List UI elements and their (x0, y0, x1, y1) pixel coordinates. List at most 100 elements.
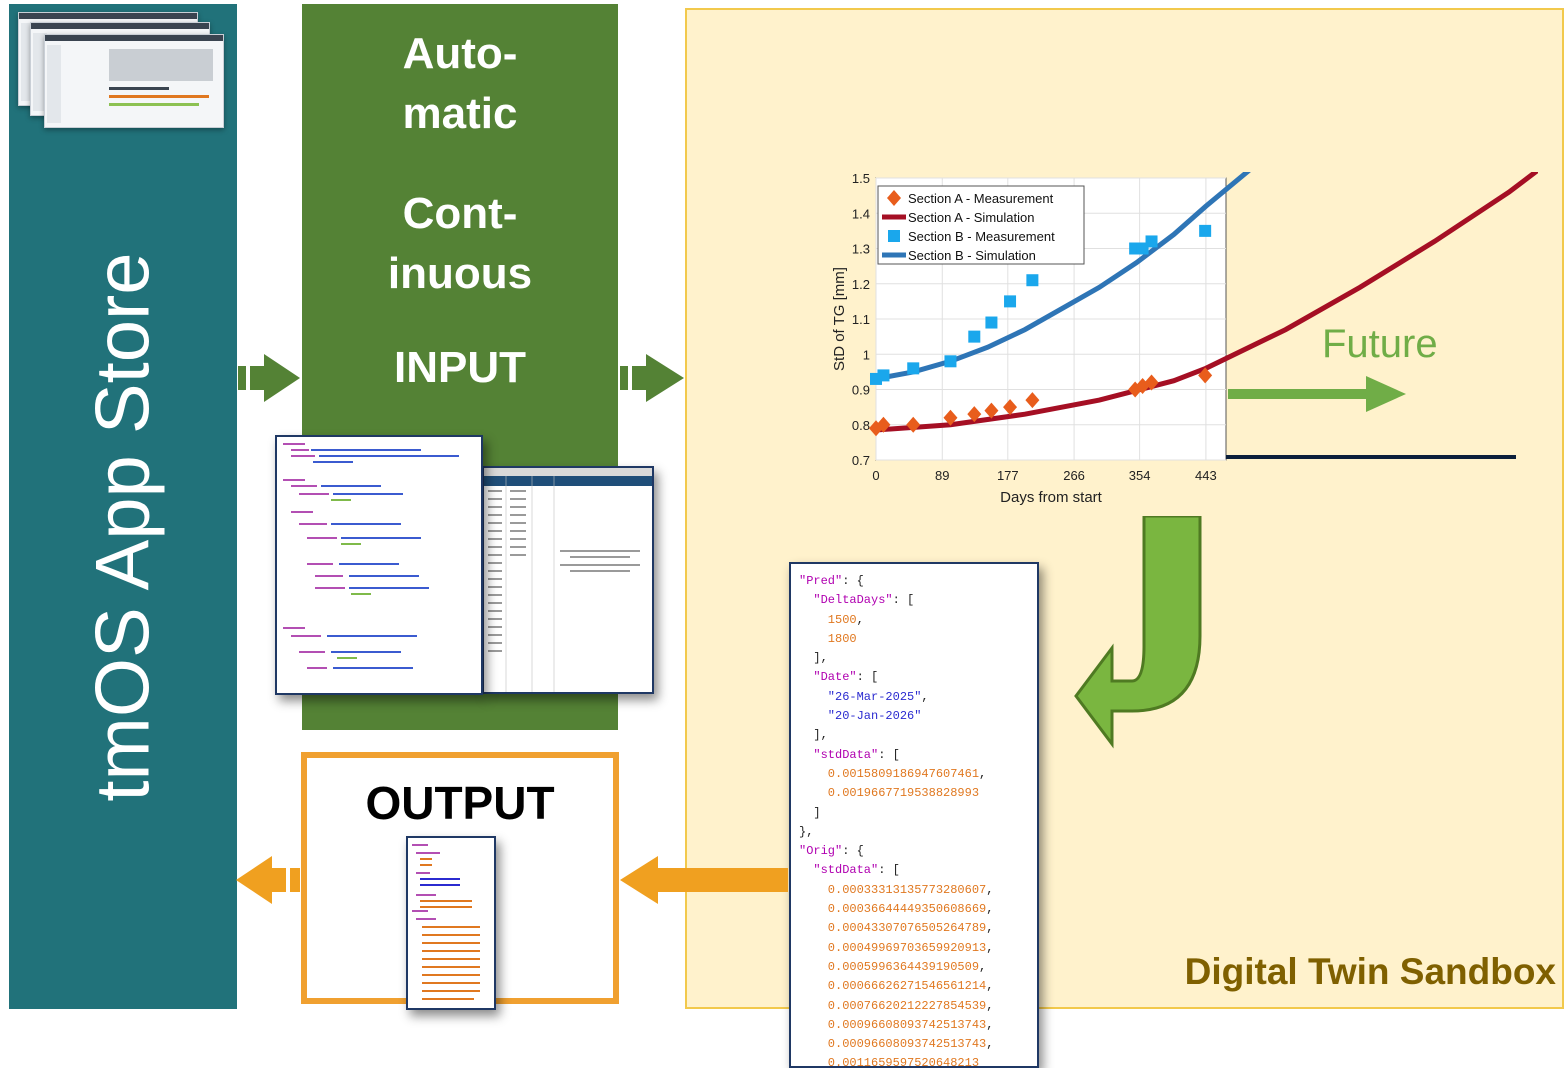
json-token: "stdData" (799, 863, 879, 878)
json-line: 0.00033313135773280607, (799, 881, 1037, 900)
json-line: "Pred": { (799, 572, 1037, 591)
input-title: INPUT (394, 343, 526, 392)
json-token: 0.00096608093742513743 (799, 1017, 987, 1032)
json-token: : { (842, 574, 864, 588)
data-point-square (1199, 224, 1212, 237)
json-token: 0.00076620212227854539 (799, 998, 987, 1013)
json-token: 1500 (799, 612, 857, 627)
data-point-square (877, 369, 890, 382)
schema-document-thumbnail (275, 435, 483, 695)
legend-label: Section A - Measurement (908, 191, 1054, 206)
json-token: "DeltaDays" (799, 593, 893, 608)
data-point-diamond (1003, 399, 1018, 416)
legend-box (877, 185, 1085, 265)
json-token: , (856, 612, 864, 627)
y-tick-label: 0.9 (852, 383, 870, 398)
json-line: ], (799, 726, 1037, 745)
y-axis-label: StD of TG [mm] (831, 267, 848, 371)
data-point-diamond (943, 409, 958, 426)
json-line: 0.00076620212227854539, (799, 997, 1037, 1016)
data-point-diamond (906, 416, 921, 433)
json-token: "Orig" (799, 844, 843, 859)
legend-label: Section B - Simulation (908, 248, 1036, 263)
arrow-output-to-store (236, 856, 300, 904)
y-tick-label: 1.5 (852, 172, 870, 186)
json-line: 1800 (799, 630, 1037, 649)
future-arrow (1228, 376, 1406, 412)
json-line: "Date": [ (799, 668, 1037, 687)
chart-series-points (869, 224, 1213, 437)
json-token: "20-Jan-2026" (799, 709, 922, 724)
json-code-block: "Pred": { "DeltaDays": [ 1500, 1800 ], "… (791, 564, 1037, 1066)
json-token: 1800 (799, 631, 857, 646)
json-line: 0.0019667719538828993 (799, 784, 1037, 803)
json-token: 0.00033313135773280607 (799, 882, 987, 897)
json-token: , (986, 882, 994, 897)
json-token: , (986, 921, 994, 936)
output-title: OUTPUT (365, 777, 555, 829)
json-line: 0.0015809186947607461, (799, 765, 1037, 784)
legend-label: Section B - Measurement (908, 229, 1055, 244)
y-tick-label: 1.4 (852, 206, 870, 221)
json-token: : [ (892, 593, 915, 608)
json-token: "Date" (799, 670, 857, 685)
json-line: }, (799, 823, 1037, 842)
json-line: 0.0005996364439190509, (799, 958, 1037, 977)
x-tick-label: 266 (1063, 468, 1085, 483)
json-token: ], (799, 728, 828, 743)
y-tick-label: 1.1 (852, 312, 870, 327)
json-output-document: "Pred": { "DeltaDays": [ 1500, 1800 ], "… (789, 562, 1039, 1068)
json-line: 0.00066626271546561214, (799, 977, 1037, 996)
json-token: 0.00036644449350608669 (799, 902, 987, 917)
json-token: : { (842, 844, 864, 859)
json-token: 0.0005996364439190509 (799, 959, 980, 974)
data-point-diamond (1144, 374, 1159, 391)
json-line: 1500, (799, 611, 1037, 630)
x-tick-label: 443 (1195, 468, 1217, 483)
json-token: ], (799, 651, 828, 666)
curved-arrow-to-json (1074, 516, 1202, 749)
x-tick-label: 0 (872, 468, 879, 483)
json-token: , (921, 689, 929, 704)
data-point-diamond (984, 402, 999, 419)
app-screenshot (44, 34, 224, 128)
json-token: , (986, 902, 994, 917)
data-point-diamond (876, 416, 891, 433)
legend-swatch-diamond (887, 190, 901, 206)
json-line: 0.00043307076505264789, (799, 919, 1037, 938)
table-document-thumbnail (482, 466, 654, 694)
json-token: , (986, 940, 994, 955)
json-token: "stdData" (799, 747, 879, 762)
json-line: ] (799, 804, 1037, 823)
data-point-diamond (1025, 392, 1040, 409)
json-token: : [ (878, 863, 900, 878)
json-token: "Pred" (799, 574, 843, 588)
data-point-square (1004, 295, 1017, 308)
legend-label: Section A - Simulation (908, 210, 1034, 225)
json-line: ], (799, 649, 1037, 668)
legend-swatch-square (888, 230, 900, 242)
json-token: }, (799, 824, 814, 839)
y-tick-label: 1 (863, 347, 870, 362)
chart-series-lines (873, 172, 1538, 433)
arrow-store-to-input (238, 354, 300, 402)
data-point-square (1026, 274, 1039, 287)
x-tick-label: 89 (935, 468, 949, 483)
json-line: "DeltaDays": [ (799, 591, 1037, 610)
schema-thumbnail-graphic (283, 443, 459, 669)
json-line: 0.00036644449350608669, (799, 900, 1037, 919)
data-point-diamond (967, 406, 982, 423)
series-line (873, 172, 1538, 433)
json-token: 0.0015809186947607461 (799, 766, 980, 781)
y-tick-label: 1.3 (852, 242, 870, 257)
x-tick-label: 354 (1129, 468, 1151, 483)
json-token: , (979, 766, 987, 781)
app-store-title: tmOS App Store (80, 252, 166, 802)
json-token: , (986, 1017, 994, 1032)
json-line: 0.0011659597520648213 (799, 1054, 1037, 1066)
json-token: , (986, 979, 994, 994)
data-point-square (985, 316, 998, 329)
